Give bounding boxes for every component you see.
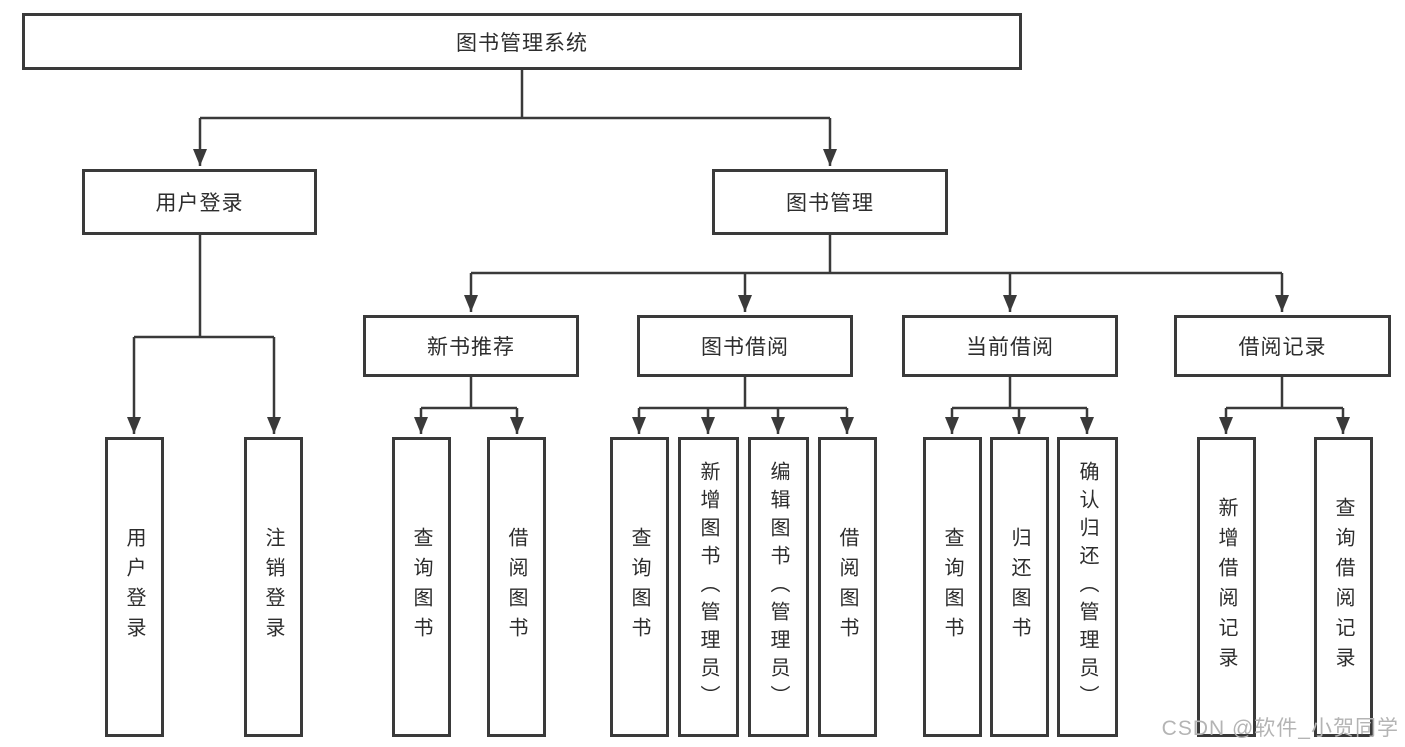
leaf-add-book-admin: 新增图书（管理员）: [678, 437, 739, 737]
node-book-borrowing: 图书借阅: [637, 315, 853, 377]
leaf-edit-book-admin: 编辑图书（管理员）: [748, 437, 809, 737]
leaf-query-borrow-record-label: 查询借阅记录: [1332, 497, 1354, 677]
node-new-book-recommend-label: 新书推荐: [427, 336, 515, 359]
node-borrow-records: 借阅记录: [1174, 315, 1391, 377]
leaf-borrow-books-recommend: 借阅图书: [487, 437, 546, 737]
node-library-system: 图书管理系统: [22, 13, 1022, 70]
leaf-confirm-return-admin-label: 确认归还（管理员）: [1076, 461, 1098, 713]
leaf-add-borrow-record: 新增借阅记录: [1197, 437, 1256, 737]
node-library-system-label: 图书管理系统: [456, 31, 588, 55]
leaf-add-book-admin-label: 新增图书（管理员）: [697, 461, 719, 713]
leaf-borrow-books-borrowing-label: 借阅图书: [836, 527, 858, 647]
leaf-query-books-borrowing: 查询图书: [610, 437, 669, 737]
node-current-borrowing: 当前借阅: [902, 315, 1118, 377]
node-user-login-label: 用户登录: [155, 192, 244, 215]
leaf-borrow-books-borrowing: 借阅图书: [818, 437, 877, 737]
leaf-query-books-recommend-label: 查询图书: [410, 527, 432, 647]
leaf-query-books-recommend: 查询图书: [392, 437, 451, 737]
node-book-borrowing-label: 图书借阅: [701, 336, 789, 359]
leaf-query-borrow-record: 查询借阅记录: [1314, 437, 1373, 737]
leaf-return-book-label: 归还图书: [1008, 527, 1030, 647]
node-borrow-records-label: 借阅记录: [1238, 336, 1327, 359]
leaf-edit-book-admin-label: 编辑图书（管理员）: [767, 461, 789, 713]
leaf-query-books-current-label: 查询图书: [941, 527, 963, 647]
node-book-management: 图书管理: [712, 169, 948, 235]
node-user-login: 用户登录: [82, 169, 317, 235]
leaf-logout-label: 注销登录: [262, 527, 284, 647]
node-current-borrowing-label: 当前借阅: [966, 336, 1054, 359]
leaf-user-login-label: 用户登录: [123, 527, 145, 647]
watermark: CSDN @软件_小贺同学: [1161, 717, 1399, 740]
leaf-query-books-borrowing-label: 查询图书: [628, 527, 650, 647]
leaf-add-borrow-record-label: 新增借阅记录: [1215, 497, 1237, 677]
leaf-query-books-current: 查询图书: [923, 437, 982, 737]
leaf-return-book: 归还图书: [990, 437, 1049, 737]
leaf-logout: 注销登录: [244, 437, 303, 737]
leaf-user-login: 用户登录: [105, 437, 164, 737]
leaf-confirm-return-admin: 确认归还（管理员）: [1057, 437, 1118, 737]
node-new-book-recommend: 新书推荐: [363, 315, 579, 377]
node-book-management-label: 图书管理: [786, 192, 874, 215]
leaf-borrow-books-recommend-label: 借阅图书: [505, 527, 527, 647]
